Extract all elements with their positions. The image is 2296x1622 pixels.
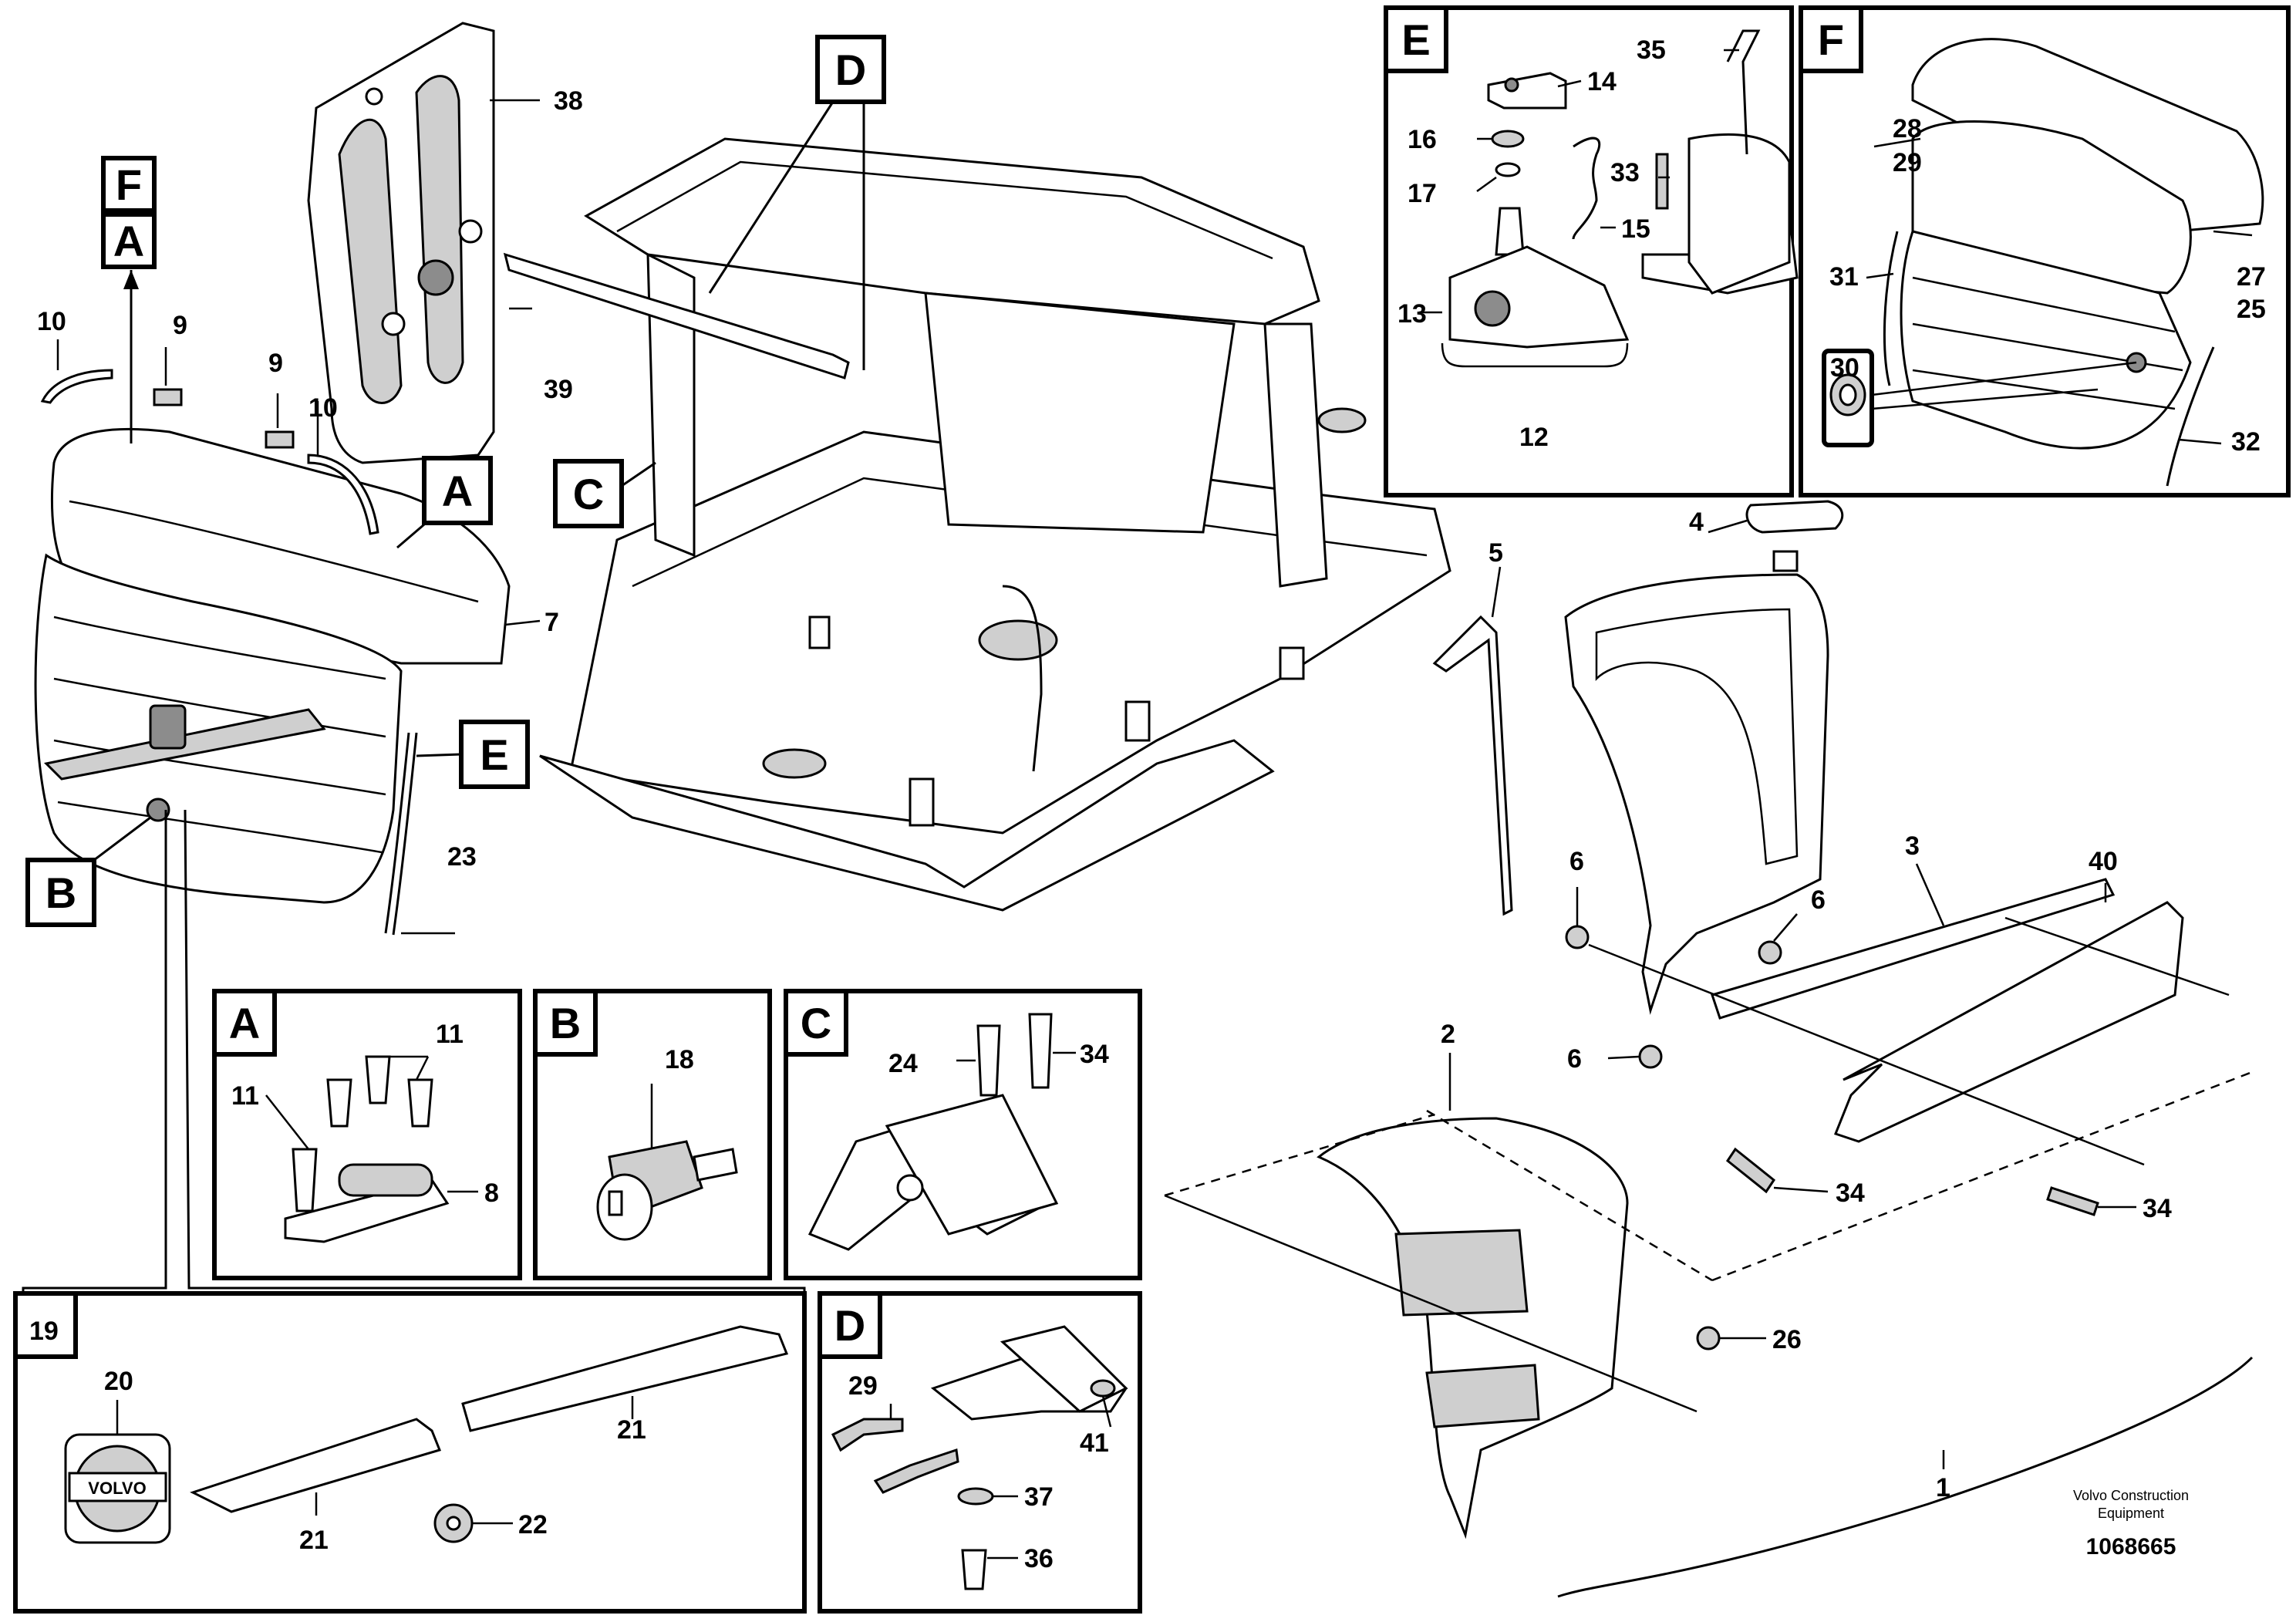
- callout-38: 38: [554, 86, 583, 116]
- tag-a-top: A: [113, 217, 144, 265]
- tag-d: D: [835, 46, 866, 94]
- callout-24: 24: [888, 1049, 918, 1078]
- callout-27: 27: [2237, 262, 2266, 292]
- callout-29b: 29: [848, 1371, 878, 1401]
- callout-23: 23: [447, 842, 477, 872]
- callout-3: 3: [1905, 831, 1920, 861]
- callout-40: 40: [2089, 847, 2118, 876]
- part-38: [307, 22, 495, 464]
- panel-e-label: E: [1401, 15, 1430, 64]
- callout-29a: 29: [1893, 148, 1922, 177]
- callout-34b: 34: [2143, 1194, 2172, 1223]
- callout-21a: 21: [299, 1526, 329, 1555]
- detail-panel-19: [13, 1291, 807, 1614]
- callout-26: 26: [1772, 1325, 1802, 1354]
- callout-34c: 34: [1080, 1040, 1109, 1069]
- detail-panel-e: [1384, 5, 1799, 497]
- callout-18: 18: [665, 1045, 694, 1074]
- callout-6a: 6: [1569, 847, 1584, 876]
- callout-28: 28: [1893, 114, 1922, 143]
- callout-11b: 11: [231, 1081, 259, 1111]
- callout-37: 37: [1024, 1482, 1054, 1512]
- callout-16: 16: [1408, 125, 1437, 154]
- panel-a-label: A: [229, 999, 260, 1047]
- panel-c-label: C: [801, 999, 831, 1047]
- callout-1: 1: [1936, 1473, 1950, 1502]
- callout-13: 13: [1397, 299, 1427, 329]
- callout-17: 17: [1408, 179, 1437, 208]
- tag-b: B: [46, 868, 76, 917]
- callout-4: 4: [1689, 508, 1704, 537]
- credit-line-1: Volvo Construction: [2073, 1488, 2189, 1503]
- callout-9b: 9: [268, 349, 283, 378]
- tag-c: C: [573, 470, 604, 518]
- detail-panel-a: [212, 989, 522, 1280]
- part-39: [503, 252, 850, 379]
- callout-21b: 21: [617, 1415, 646, 1445]
- detail-panel-d: [818, 1291, 1142, 1614]
- callout-10a: 10: [37, 307, 66, 336]
- callout-5: 5: [1489, 538, 1503, 568]
- callout-6b: 6: [1811, 885, 1826, 915]
- tag-e: E: [480, 730, 508, 779]
- tag-a-hood: A: [442, 467, 473, 515]
- detail-panel-b: [533, 989, 772, 1280]
- volvo-emblem-text: VOLVO: [88, 1479, 146, 1498]
- callout-30: 30: [1830, 353, 1859, 383]
- machine-frame: [539, 137, 1451, 912]
- callout-25: 25: [2237, 295, 2266, 324]
- callout-20: 20: [104, 1367, 133, 1396]
- tag-f: F: [116, 160, 142, 209]
- callout-11a: 11: [436, 1020, 464, 1049]
- callout-33: 33: [1610, 158, 1640, 187]
- leader-lines: [22, 49, 2253, 1560]
- document-number: 1068665: [2086, 1534, 2176, 1560]
- detail-panel-c: [784, 989, 1142, 1280]
- panel-b-label: B: [550, 999, 581, 1047]
- part-10b: [307, 454, 379, 535]
- part-9b: [265, 430, 295, 449]
- callout-9a: 9: [173, 311, 187, 340]
- part-10a: [40, 369, 113, 404]
- callout-39: 39: [544, 375, 573, 404]
- callout-6c: 6: [1567, 1044, 1582, 1074]
- callout-34a: 34: [1836, 1179, 1865, 1208]
- callout-15: 15: [1621, 214, 1650, 244]
- callout-8: 8: [484, 1179, 499, 1208]
- letter-tags: [25, 35, 886, 927]
- callout-35: 35: [1637, 35, 1666, 65]
- callout-19: 19: [29, 1317, 59, 1346]
- front-cover-assembly: [34, 427, 511, 936]
- callout-41: 41: [1080, 1428, 1109, 1458]
- callout-10b: 10: [308, 393, 338, 423]
- callout-31: 31: [1829, 262, 1859, 292]
- callout-2: 2: [1441, 1020, 1455, 1049]
- panel-f-label: F: [1818, 15, 1844, 64]
- callout-32: 32: [2231, 427, 2261, 457]
- bracket-1: [1557, 1356, 2254, 1598]
- callout-22: 22: [518, 1510, 548, 1539]
- credit-line-2: Equipment: [2098, 1506, 2164, 1521]
- detail-panel-f: [1799, 5, 2291, 497]
- callout-7: 7: [544, 608, 559, 637]
- part-9a: [153, 388, 183, 406]
- callout-36: 36: [1024, 1544, 1054, 1573]
- panel-d-label: D: [834, 1301, 865, 1350]
- callout-12: 12: [1519, 423, 1549, 452]
- side-panel-assembly: [1164, 500, 2253, 1539]
- callout-14: 14: [1587, 67, 1617, 96]
